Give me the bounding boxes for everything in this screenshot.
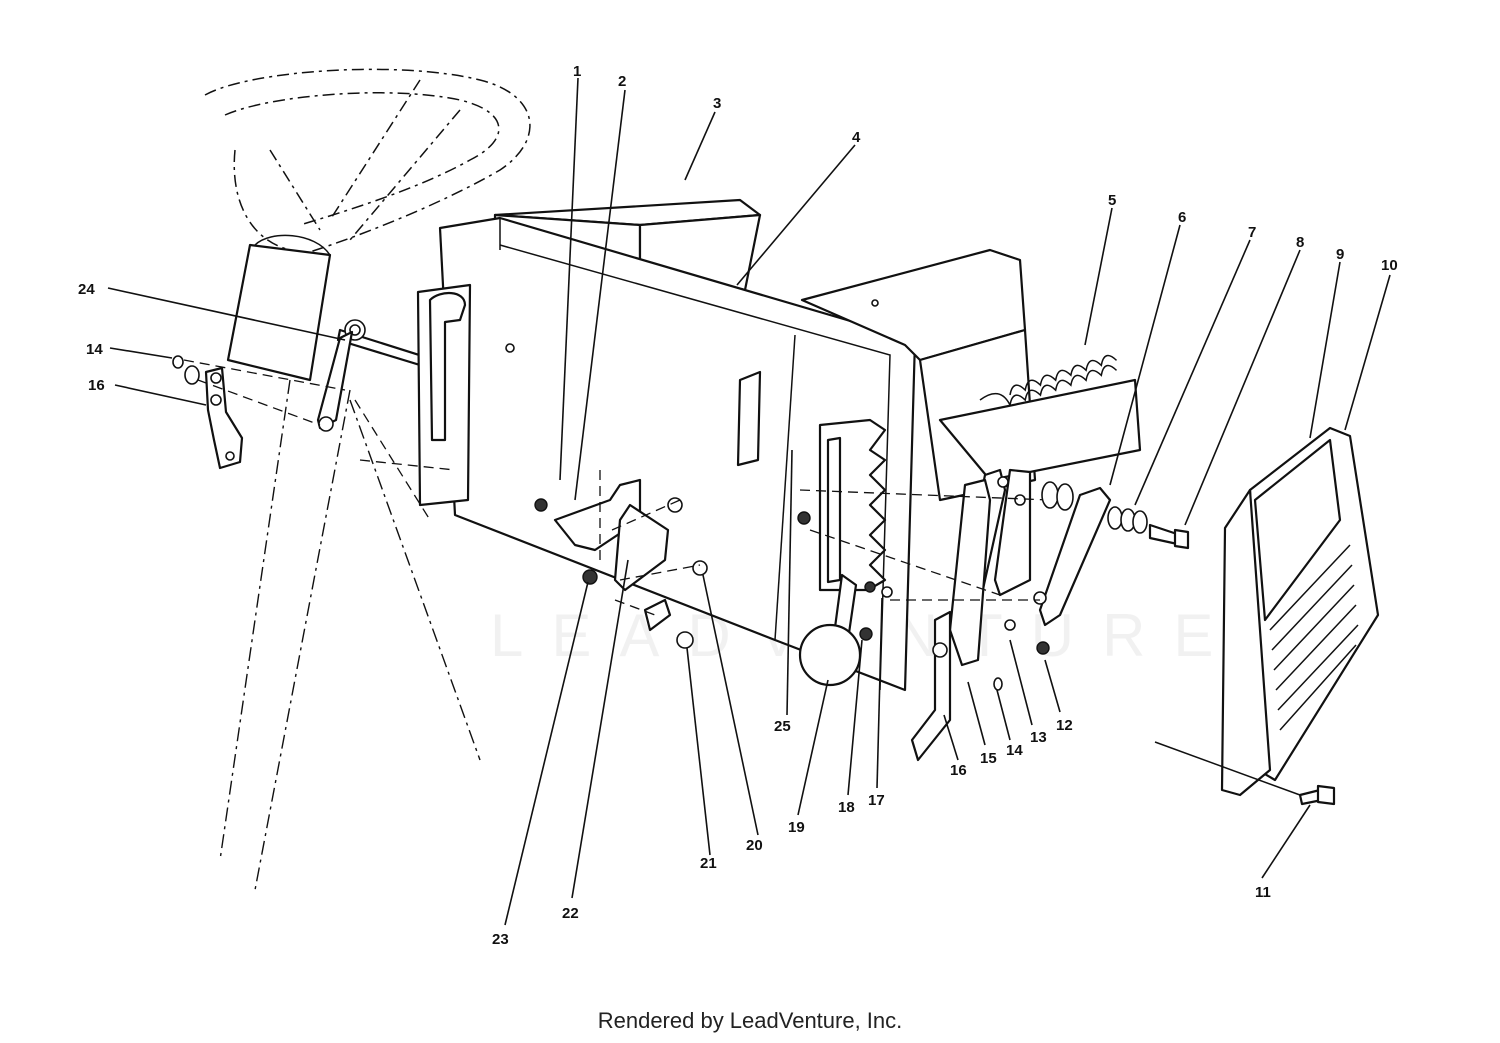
- spring-assembly: [979, 354, 1190, 550]
- part-label-14-right: 14: [1006, 742, 1023, 759]
- part-label-19: 19: [788, 819, 805, 836]
- part-label-6: 6: [1178, 209, 1186, 226]
- part-label-7: 7: [1248, 224, 1256, 241]
- part-label-13: 13: [1030, 729, 1047, 746]
- footer-credit: Rendered by LeadVenture, Inc.: [597, 1008, 903, 1033]
- console-housing: [354, 198, 1142, 692]
- part-label-3: 3: [713, 95, 721, 112]
- part-label-14-left: 14: [86, 341, 103, 358]
- part-label-18: 18: [838, 799, 855, 816]
- part-label-25: 25: [774, 718, 791, 735]
- part-label-4: 4: [852, 129, 861, 146]
- center-hardware: [534, 470, 893, 649]
- part-label-20: 20: [746, 837, 763, 854]
- part-label-1: 1: [573, 63, 581, 80]
- part-label-21: 21: [700, 855, 717, 872]
- right-linkage: [799, 468, 1112, 762]
- part-label-12: 12: [1056, 717, 1073, 734]
- part-label-2: 2: [618, 73, 626, 90]
- part-label-16-right: 16: [950, 762, 967, 779]
- shift-lever: [798, 573, 862, 687]
- part-label-22: 22: [562, 905, 579, 922]
- part-label-17: 17: [868, 792, 885, 809]
- part-label-10: 10: [1381, 257, 1398, 274]
- part-label-23: 23: [492, 931, 509, 948]
- part-label-5: 5: [1108, 192, 1116, 209]
- part-label-11: 11: [1255, 884, 1271, 901]
- steering-wheel-phantom: [204, 68, 531, 891]
- part-label-16-left: 16: [88, 377, 105, 394]
- side-grille-panel: [1154, 426, 1380, 806]
- part-labels: 1 2 3 4 5 6 7 8 9 10 11 12 13 14 15 16 1…: [78, 63, 1398, 948]
- part-label-15: 15: [980, 750, 997, 767]
- part-label-9: 9: [1336, 246, 1344, 263]
- part-label-8: 8: [1296, 234, 1304, 251]
- part-label-24: 24: [78, 281, 95, 298]
- leader-lines: [107, 77, 1391, 926]
